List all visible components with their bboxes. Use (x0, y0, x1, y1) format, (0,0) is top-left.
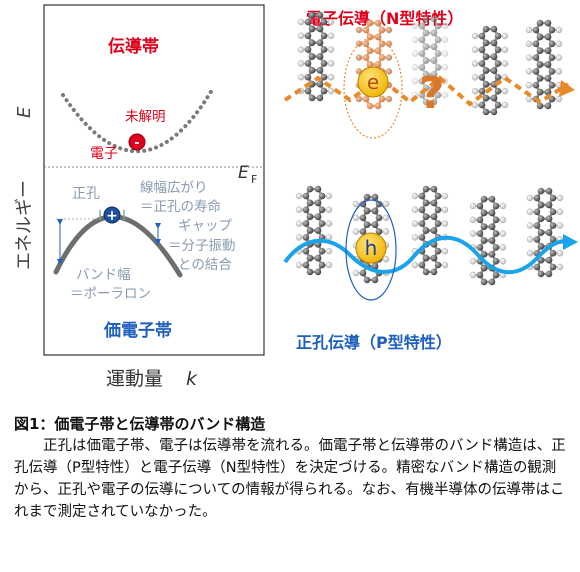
molecule-icon (471, 25, 509, 116)
molecule-icon (297, 11, 335, 102)
hole-icon: + (103, 206, 121, 224)
bandwidth-label: バンド幅 (76, 267, 131, 283)
electron-carrier-icon: e (357, 66, 389, 98)
electron-label: 電子 (90, 146, 118, 162)
svg-text:-: - (134, 136, 139, 151)
bandwidth-meaning: ＝ポーラロン (70, 286, 151, 302)
caption-title: 図1：価電子帯と伝導帯のバンド構造 (14, 415, 266, 433)
electron-icon: - (128, 133, 146, 151)
molecule-icon (295, 185, 333, 276)
hole-conduction-title: 正孔伝導（P型特性） (296, 333, 452, 352)
conduction-band-curve (61, 88, 214, 154)
momentum-axis-symbol: k (186, 368, 198, 390)
molecule-icon (469, 195, 507, 286)
fermi-level-label: E F (238, 163, 257, 186)
hole-label: 正孔 (72, 186, 100, 202)
gap-meaning-1: ＝分子振動 (168, 238, 236, 254)
molecule-icon (411, 15, 449, 106)
electron-orbital (343, 37, 403, 139)
hole-orbital (345, 199, 397, 301)
energy-axis-symbol: E (14, 106, 35, 118)
momentum-axis-label: 運動量 (106, 368, 163, 390)
band-structure-figure: 伝導帯 未解明 - 電子 E F + 正孔 線幅広がり ＝正孔の寿命 ギャップ … (14, 4, 578, 390)
svg-text:h: h (365, 236, 378, 260)
linewidth-meaning: ＝正孔の寿命 (140, 198, 221, 215)
valence-band-label: 価電子帯 (103, 320, 172, 341)
gap-meaning-2: との結合 (178, 257, 232, 273)
svg-text:F: F (251, 173, 257, 186)
hole-arrow-icon (563, 234, 578, 250)
band-diagram-frame (43, 4, 265, 356)
arrow-icon (559, 80, 575, 97)
unknown-label: 未解明 (125, 109, 166, 125)
linewidth-label: 線幅広がり (140, 180, 208, 196)
hole-carrier-icon: h (355, 232, 387, 264)
svg-text:E: E (238, 163, 249, 183)
hole-path (283, 235, 569, 275)
molecule-icon (525, 19, 563, 110)
electron-path (283, 75, 570, 107)
caption-body: 正孔は価電子帯、電子は伝導帯を流れる。価電子帯と伝導帯のバンド構造は、正孔伝導（… (14, 438, 566, 520)
svg-text:+: + (106, 208, 118, 224)
conduction-band-label: 伝導帯 (108, 36, 159, 57)
molecule-icon (411, 185, 449, 276)
energy-axis-label: エネルギー (14, 180, 35, 270)
unknown-mark: ? (419, 68, 445, 119)
gap-label: ギャップ (178, 218, 232, 234)
svg-text:e: e (367, 70, 379, 94)
